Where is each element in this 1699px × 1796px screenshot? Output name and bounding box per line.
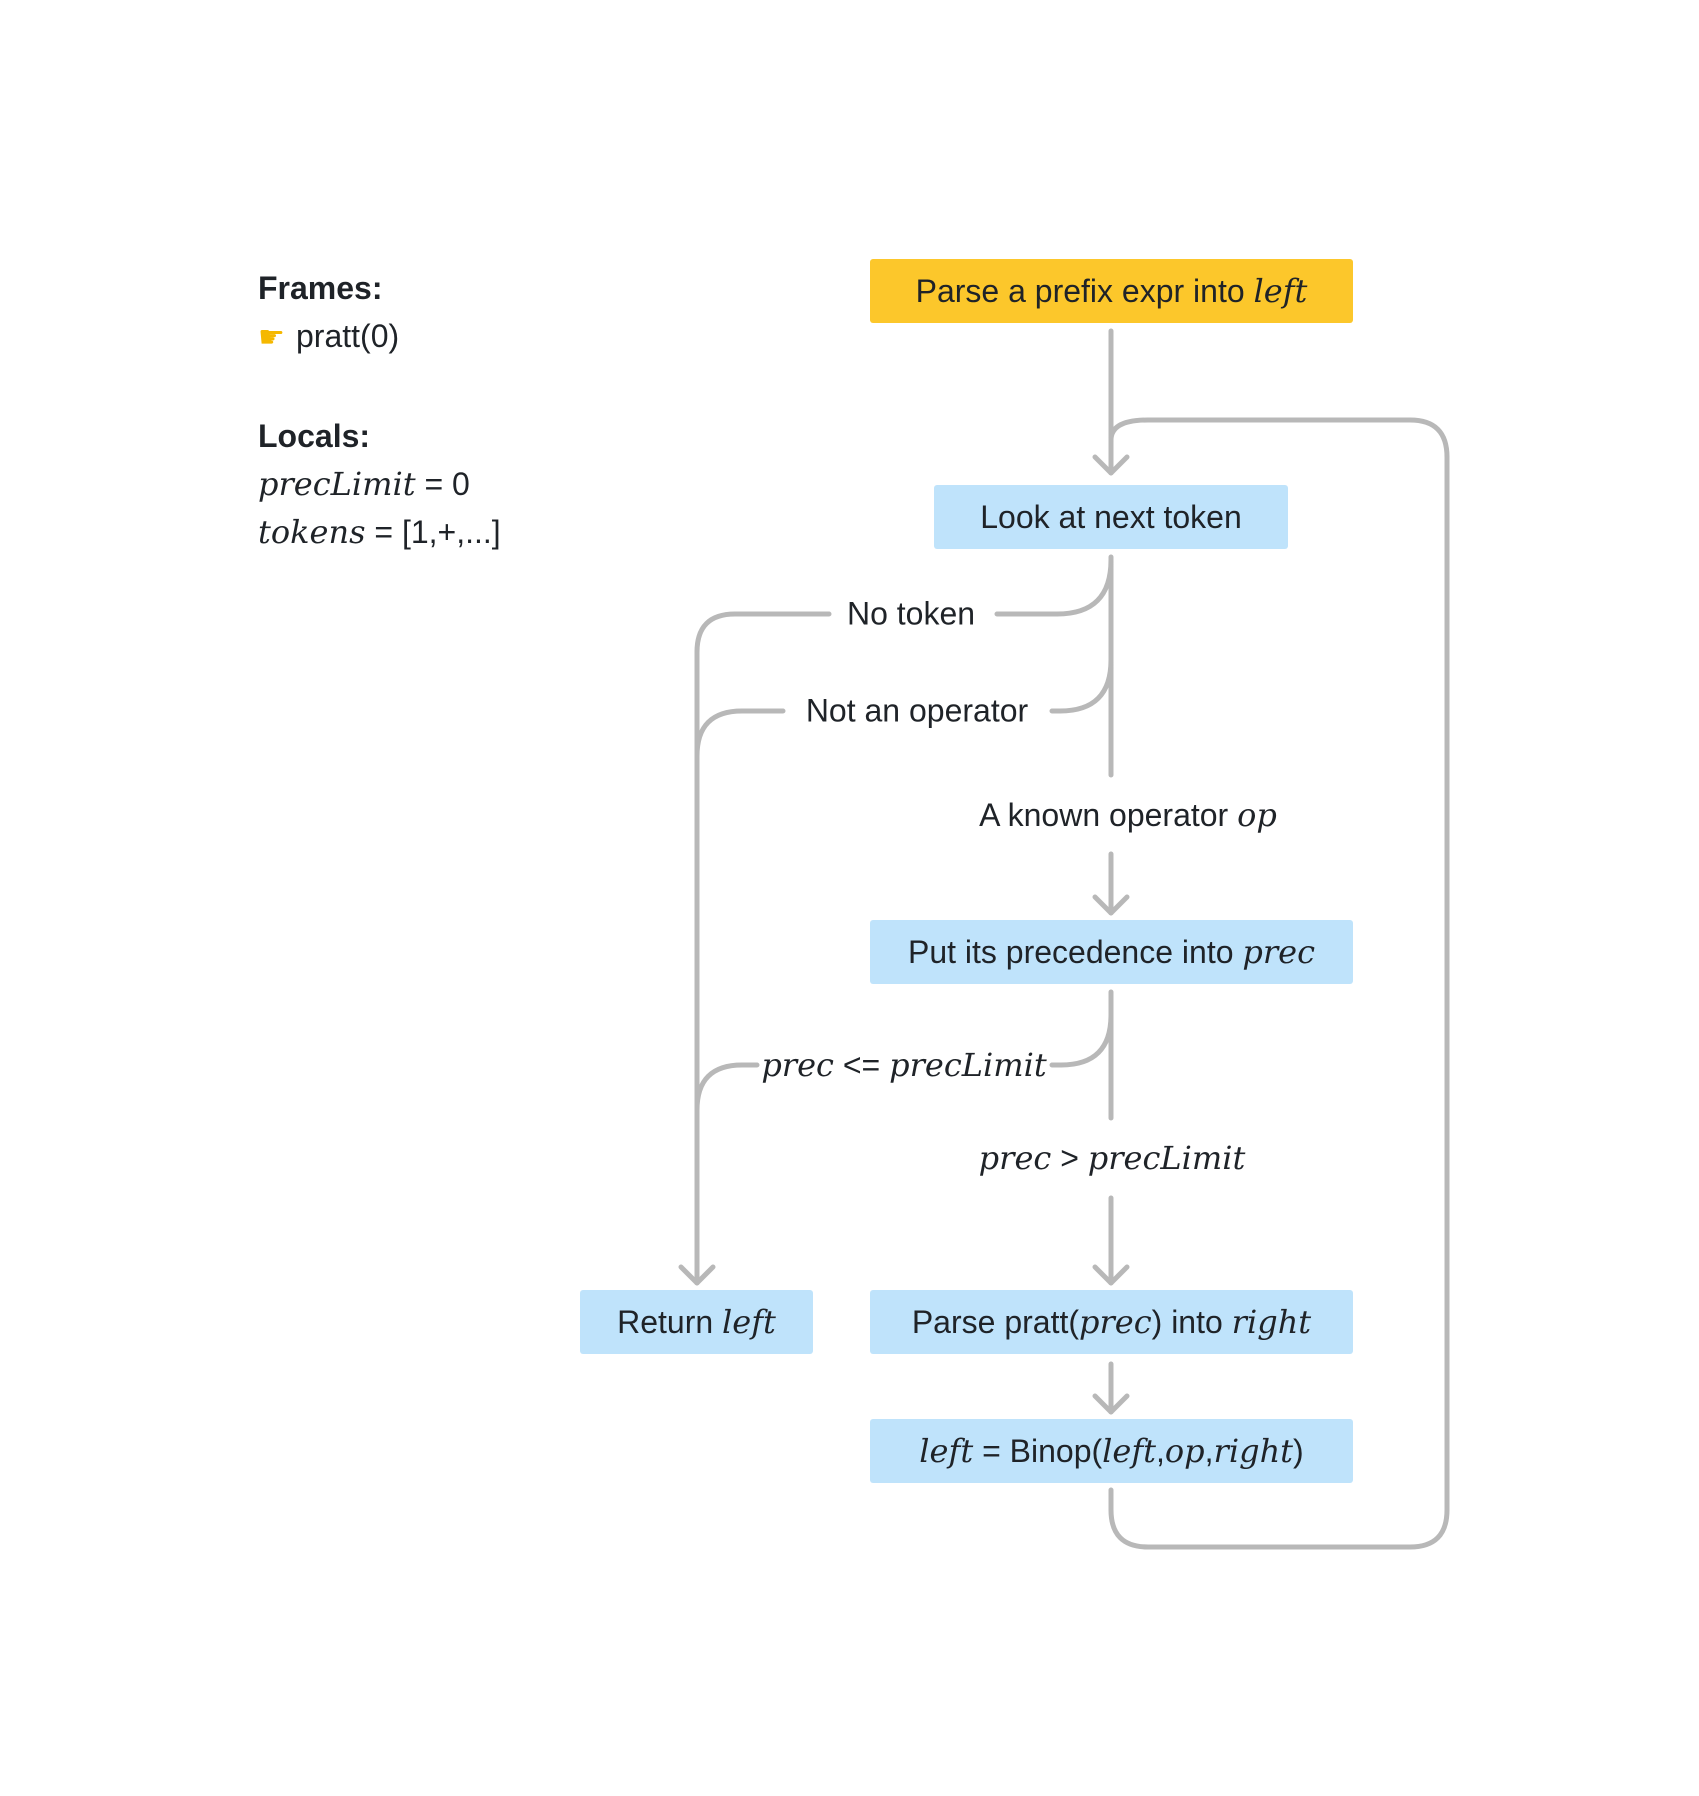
label-var: op [1237, 796, 1277, 834]
label-var: precLimit [889, 1046, 1047, 1084]
edge-label-known-operator: A known operator op [979, 796, 1277, 834]
local-tokens: tokens = [1,+,...] [258, 508, 501, 556]
node-parse-prefix: Parse a prefix expr into left [870, 259, 1353, 323]
label-var: precLimit [1087, 1139, 1246, 1177]
node-text: Parse a prefix expr into [915, 272, 1254, 309]
node-var: prec [1242, 933, 1316, 971]
node-var: right [1231, 1303, 1312, 1341]
node-var: left [722, 1303, 776, 1341]
pointing-hand-icon: ☛ [258, 321, 285, 354]
arrowhead-look [1092, 454, 1130, 476]
local-value: = 0 [415, 466, 470, 502]
edge-no-token-left [694, 611, 832, 655]
node-text: , [1156, 1432, 1165, 1469]
label-var: prec [978, 1139, 1052, 1177]
node-text: ) into [1151, 1303, 1232, 1340]
node-var: left [919, 1432, 974, 1470]
frame-entry: ☛ pratt(0) [258, 312, 501, 362]
node-var: left [1253, 272, 1308, 310]
node-look-next-token: Look at next token [934, 485, 1288, 549]
state-panel: Frames: ☛pratt(0) Locals: precLimit = 0 … [258, 264, 501, 556]
label-text: Not an operator [805, 692, 1029, 729]
label-text: <= [833, 1047, 890, 1083]
locals-heading: Locals: [258, 418, 371, 454]
local-value: = [1,+,...] [365, 514, 501, 550]
edge-label-no-token: No token [847, 596, 975, 633]
node-parse-pratt: Parse pratt(prec) into right [870, 1290, 1353, 1354]
arrowhead-parse-pratt [1092, 1264, 1130, 1286]
label-text: > [1051, 1140, 1088, 1176]
node-text: Look at next token [980, 498, 1242, 535]
node-text: , [1204, 1432, 1214, 1469]
label-var: prec [761, 1046, 834, 1084]
edge-loop-back [1108, 417, 1450, 1550]
edge-label-prec-gt: prec > precLimit [979, 1139, 1246, 1177]
arrowhead-binop [1092, 1393, 1130, 1415]
node-binop: left = Binop(left,op,right) [870, 1419, 1353, 1483]
label-text: No token [846, 595, 976, 632]
arrowhead-return [678, 1264, 716, 1286]
edge-not-operator [1049, 657, 1114, 714]
edge-label-prec-le: prec <= precLimit [761, 1046, 1046, 1084]
node-return-left: Return left [580, 1290, 813, 1354]
edge-no-token [994, 557, 1114, 617]
edge-prec-le [1049, 1012, 1114, 1068]
label-text: A known operator [979, 797, 1238, 833]
node-text: Return [617, 1303, 723, 1340]
edge-not-operator-left [694, 708, 786, 759]
frame-label: pratt(0) [296, 318, 400, 354]
node-var: left [1102, 1432, 1157, 1470]
node-var: right [1213, 1432, 1294, 1470]
arrowhead-put-prec [1092, 894, 1130, 916]
edge-prec-le-left [694, 1062, 760, 1113]
edge-label-not-operator: Not an operator [806, 693, 1028, 730]
node-var: prec [1079, 1303, 1152, 1341]
node-put-precedence: Put its precedence into prec [870, 920, 1353, 984]
node-text: = Binop( [973, 1432, 1103, 1469]
local-name: precLimit [258, 465, 416, 503]
node-text: ) [1293, 1432, 1304, 1469]
local-name: tokens [258, 513, 366, 551]
node-var: op [1164, 1432, 1205, 1470]
node-text: Put its precedence into [907, 933, 1243, 970]
local-prec-limit: precLimit = 0 [258, 460, 501, 508]
frames-heading: Frames: [258, 270, 383, 306]
node-text: Parse pratt( [911, 1303, 1079, 1340]
